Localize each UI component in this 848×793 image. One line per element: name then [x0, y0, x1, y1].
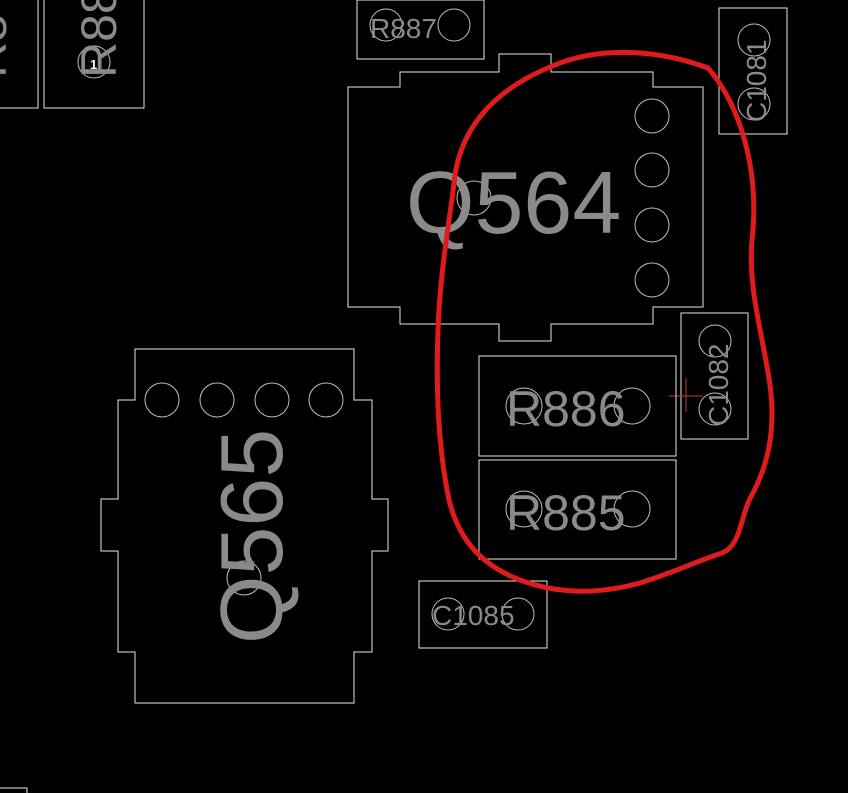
- c1081-ref: C1081: [741, 39, 772, 122]
- red-highlight-circle: [434, 49, 775, 594]
- r886-ref: R886: [506, 381, 626, 437]
- transistor-q565: Q565: [100, 348, 389, 704]
- c1085-ref: C1085: [432, 600, 515, 631]
- pin1-marker: 1: [90, 57, 97, 72]
- partial-component-bottom-left: [0, 787, 28, 793]
- capacitor-c1082: C1082: [669, 312, 749, 440]
- partial-edge-ref: R8: [0, 14, 17, 78]
- q565-ref: Q565: [202, 429, 301, 644]
- partial-component-left-edge: R8: [0, 0, 39, 109]
- resistor-r887: R887: [356, 0, 485, 60]
- r887-ref: R887: [370, 13, 437, 44]
- resistor-r886: R886: [478, 355, 677, 457]
- capacitor-c1085: C1085: [418, 580, 548, 649]
- transistor-q564: Q564: [347, 53, 704, 342]
- partial-r88-ref: R88: [71, 0, 127, 78]
- q564-ref: Q564: [406, 153, 621, 252]
- c1082-ref: C1082: [703, 343, 734, 426]
- r885-ref: R885: [506, 485, 626, 541]
- capacitor-c1081: C1081: [718, 7, 788, 135]
- resistor-r885: R885: [478, 459, 677, 560]
- partial-resistor-top-left: 1 R88: [43, 0, 145, 109]
